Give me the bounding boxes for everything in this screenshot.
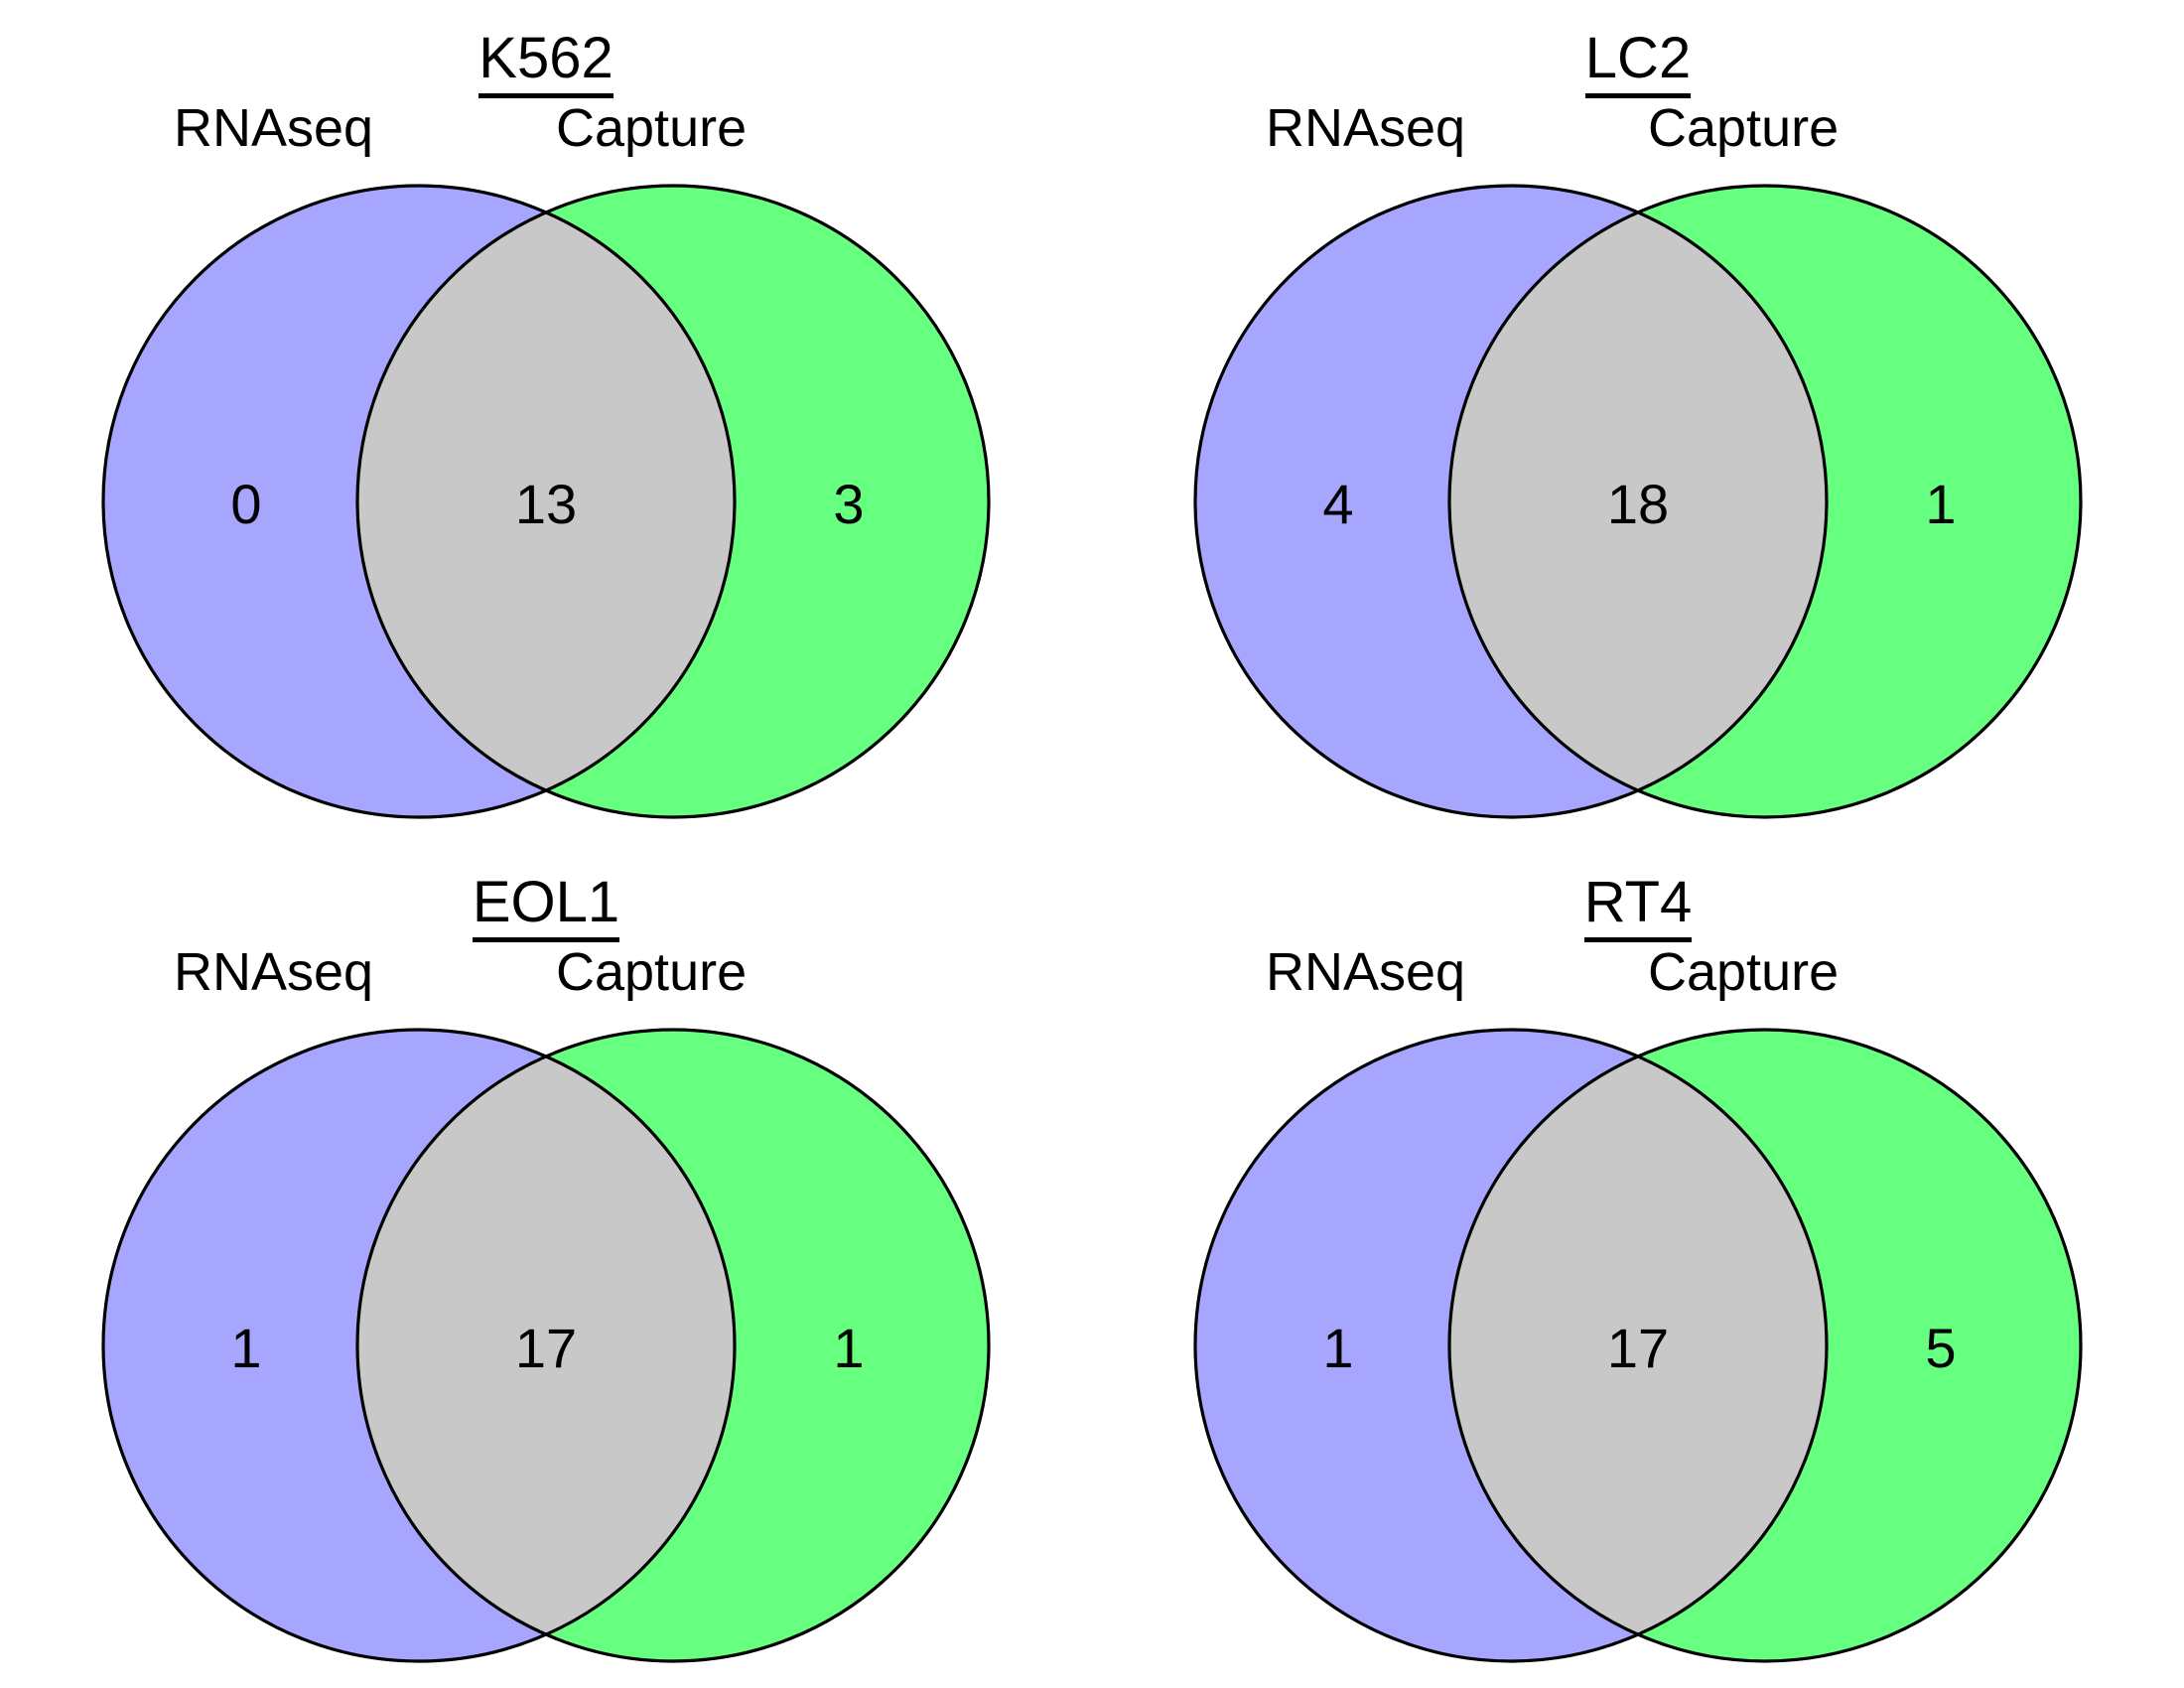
- panel-title-text: K562: [478, 30, 614, 98]
- count-left-only: 0: [230, 473, 261, 535]
- panel-title: EOL1: [0, 874, 1092, 942]
- venn-panel-rt4: RT4 RNAseq Capture 1 17 5: [1092, 844, 2184, 1688]
- venn-circle-rnaseq-outline: [101, 1028, 737, 1663]
- set-label-rnaseq: RNAseq: [174, 942, 374, 1002]
- panel-title-text: RT4: [1583, 874, 1693, 942]
- venn-diagram: 1 17 1: [101, 1028, 991, 1663]
- venn-diagram: 0 13 3: [101, 184, 991, 819]
- panel-title-text: LC2: [1584, 30, 1692, 98]
- set-label-capture: Capture: [1648, 98, 1840, 158]
- count-left-only: 4: [1322, 473, 1353, 535]
- venn-overlap-region: [357, 186, 735, 817]
- set-label-capture: Capture: [556, 98, 748, 158]
- venn-panel-k562: K562 RNAseq Capture 0 13 3: [0, 0, 1092, 844]
- count-intersection: 18: [1607, 473, 1669, 535]
- count-intersection: 17: [515, 1317, 577, 1379]
- panel-title: K562: [0, 30, 1092, 98]
- venn-diagram: 4 18 1: [1193, 184, 2083, 819]
- set-label-capture: Capture: [556, 942, 748, 1002]
- venn-panel-eol1: EOL1 RNAseq Capture 1 17 1: [0, 844, 1092, 1688]
- panel-title: RT4: [1092, 874, 2184, 942]
- venn-overlap-region: [1449, 1030, 1827, 1661]
- set-label-capture: Capture: [1648, 942, 1840, 1002]
- venn-overlap-region: [1449, 186, 1827, 817]
- count-left-only: 1: [1322, 1317, 1353, 1379]
- venn-circle-capture-outline: [1447, 1028, 2083, 1663]
- set-label-rnaseq: RNAseq: [1266, 942, 1466, 1002]
- venn-circle-capture-outline: [355, 1028, 991, 1663]
- venn-circle-rnaseq-outline: [101, 184, 737, 819]
- count-right-only: 5: [1925, 1317, 1956, 1379]
- venn-circle-rnaseq-outline: [1193, 184, 1829, 819]
- panel-title: LC2: [1092, 30, 2184, 98]
- venn-circle-rnaseq-outline: [1193, 1028, 1829, 1663]
- venn-diagram: 1 17 5: [1193, 1028, 2083, 1663]
- count-right-only: 1: [1925, 473, 1956, 535]
- count-intersection: 17: [1607, 1317, 1669, 1379]
- count-intersection: 13: [515, 473, 577, 535]
- venn-circle-capture-outline: [1447, 184, 2083, 819]
- set-label-rnaseq: RNAseq: [174, 98, 374, 158]
- set-label-rnaseq: RNAseq: [1266, 98, 1466, 158]
- venn-panel-lc2: LC2 RNAseq Capture 4 18 1: [1092, 0, 2184, 844]
- count-right-only: 1: [833, 1317, 864, 1379]
- count-left-only: 1: [230, 1317, 261, 1379]
- count-right-only: 3: [833, 473, 864, 535]
- venn-circle-capture-outline: [355, 184, 991, 819]
- venn-overlap-region: [357, 1030, 735, 1661]
- panel-title-text: EOL1: [472, 874, 620, 942]
